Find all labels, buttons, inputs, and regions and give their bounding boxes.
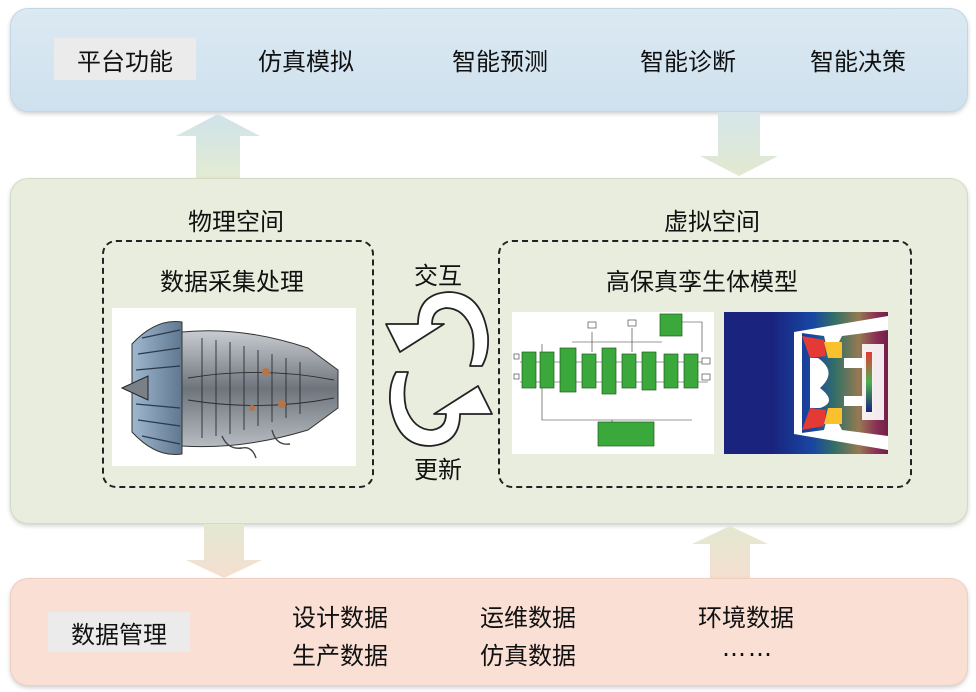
data-management-label-text: 数据管理 [71, 620, 167, 649]
down-arrow-to-data-management [186, 524, 262, 578]
function-simulation: 仿真模拟 [258, 48, 354, 76]
function-decision: 智能决策 [810, 48, 906, 76]
operation-data: 运维数据 [480, 604, 576, 632]
physical-space-title: 物理空间 [188, 208, 284, 236]
physical-data-box [102, 240, 374, 488]
simulation-data: 仿真数据 [480, 642, 576, 670]
physical-box-title: 数据采集处理 [160, 268, 304, 296]
interaction-update-cycle-icon [385, 291, 493, 447]
virtual-model-box [498, 240, 912, 488]
environment-data: 环境数据 [698, 604, 794, 632]
design-data: 设计数据 [292, 604, 388, 632]
turbofan-engine-image [112, 308, 356, 466]
more-data-ellipsis: …… [722, 634, 774, 662]
data-management-label: 数据管理 [48, 612, 190, 652]
cfd-contour-image [724, 312, 888, 454]
virtual-box-title: 高保真孪生体模型 [606, 268, 798, 296]
platform-functions-label-text: 平台功能 [77, 47, 173, 76]
function-prediction: 智能预测 [452, 48, 548, 76]
function-diagnosis: 智能诊断 [640, 48, 736, 76]
cycle-interaction-label: 交互 [414, 262, 462, 290]
production-data: 生产数据 [292, 642, 388, 670]
virtual-space-title: 虚拟空间 [664, 208, 760, 236]
platform-functions-label: 平台功能 [54, 38, 196, 80]
cycle-update-label: 更新 [414, 456, 462, 484]
up-arrow-to-platform [176, 114, 260, 178]
up-arrow-from-data-management [692, 526, 768, 580]
down-arrow-from-platform [700, 112, 778, 176]
simulink-model-image [512, 312, 714, 454]
